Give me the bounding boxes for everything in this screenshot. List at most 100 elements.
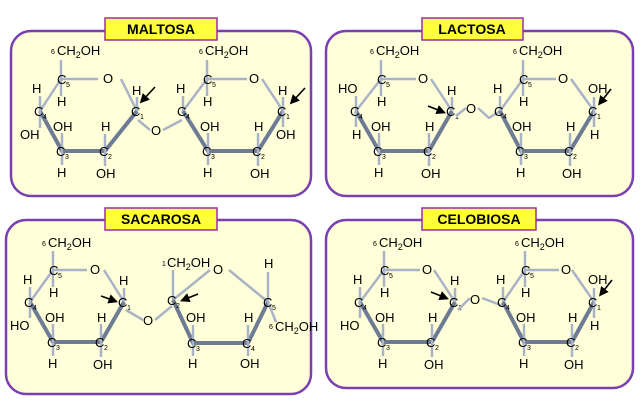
h-atom: H <box>568 310 577 325</box>
h-atom: H <box>425 119 434 134</box>
carbon-number: 6 <box>515 241 519 248</box>
h-atom: H <box>101 119 110 134</box>
carbon-atom: C <box>202 144 211 159</box>
carbon-atom: C <box>187 336 196 351</box>
oh-group: OH <box>371 119 391 134</box>
carbon-number: 5 <box>212 82 216 89</box>
arrow-icon <box>180 293 199 303</box>
carbon-atom: C <box>564 144 573 159</box>
ring-oxygen: O <box>422 262 432 277</box>
oh-group: OH <box>276 127 296 142</box>
carbon-number: 5 <box>66 82 70 89</box>
carbon-number: 4 <box>363 305 367 312</box>
oh-group: HO <box>340 318 360 333</box>
carbon-number: 3 <box>196 346 200 353</box>
carbon-number: 5 <box>58 273 62 280</box>
h-atom: H <box>496 272 505 287</box>
carbon-number: 2 <box>176 303 180 310</box>
carbon-atom: C <box>354 295 363 310</box>
carbon-number: 3 <box>65 154 69 161</box>
ring-left: 6 CH2OH C 5 O H H C 4 HO OH C 3 H H C 2 … <box>10 235 131 372</box>
ch2oh-label: CH2OH <box>57 43 100 60</box>
glycosidic-bond: O <box>455 101 501 120</box>
ring-oxygen: O <box>103 71 113 86</box>
h-atom: H <box>188 356 197 371</box>
ch2oh-label: CH2OH <box>521 235 564 252</box>
oh-group: OH <box>588 81 608 96</box>
ch2oh-label: CH2OH <box>379 235 422 252</box>
ring-oxygen: O <box>249 71 259 86</box>
panel-title: SACAROSA <box>121 211 201 227</box>
carbon-number: 4 <box>251 346 255 353</box>
ch2oh-label: CH2OH <box>167 255 210 272</box>
h-atom: H <box>57 94 66 109</box>
carbon-atom: C <box>588 295 597 310</box>
h-atom: H <box>377 94 386 109</box>
title-label <box>421 207 537 231</box>
oh-group: OH <box>421 166 441 181</box>
carbon-number: 6 <box>42 241 46 248</box>
panel-title: MALTOSA <box>127 21 195 37</box>
carbon-atom: C <box>588 104 597 119</box>
panel-title: CELOBIOSA <box>437 211 520 227</box>
panel-celobiosa: CELOBIOSA 6 CH2OH C 5 O H H C 4 HO OH <box>324 207 635 390</box>
h-atom: H <box>380 285 389 300</box>
carbon-atom: C <box>377 335 386 350</box>
oh-group: OH <box>516 310 536 325</box>
carbon-atom: C <box>99 144 108 159</box>
title-label <box>421 17 524 41</box>
carbon-number: 2 <box>575 345 579 352</box>
h-atom: H <box>32 81 41 96</box>
carbon-number: 5 <box>272 305 276 312</box>
carbon-number: 4 <box>186 114 190 121</box>
carbon-atom: C <box>423 144 432 159</box>
oh-group: HO <box>10 318 30 333</box>
h-atom: H <box>203 165 212 180</box>
h-atom: H <box>450 273 459 288</box>
bridge-oxygen: O <box>466 101 476 116</box>
carbon-atom: C <box>566 335 575 350</box>
ring-right: 6 CH2OH C 5 O H H C 4 OH C 3 H H C 2 OH … <box>493 43 608 181</box>
arrow-icon <box>598 88 612 106</box>
h-atom: H <box>278 83 287 98</box>
h-atom: H <box>374 165 383 180</box>
carbon-number: 4 <box>506 305 510 312</box>
carbon-atom: C <box>95 335 104 350</box>
h-atom: H <box>447 83 456 98</box>
carbon-number: 2 <box>432 154 436 161</box>
ring-oxygen: O <box>561 262 571 277</box>
carbon-atom: C <box>24 295 33 310</box>
carbon-atom: C <box>242 336 251 351</box>
ring-left: 6 CH2OH C 5 O H H C 4 HO OH C 3 H H C 2 … <box>340 235 462 372</box>
glycosidic-bond: O <box>137 118 183 138</box>
ch2oh-label: CH2OH <box>275 319 318 336</box>
h-atom: H <box>566 119 575 134</box>
carbon-number: 4 <box>359 114 363 121</box>
oh-group: HO <box>338 81 358 96</box>
h-atom: H <box>352 127 361 142</box>
h-atom: H <box>516 165 525 180</box>
h-atom: H <box>119 273 128 288</box>
ch2oh-label: CH2OH <box>205 43 248 60</box>
carbon-number: 3 <box>211 154 215 161</box>
carbon-atom: C <box>34 104 43 119</box>
carbon-atom: C <box>167 293 176 308</box>
ring-oxygen: O <box>418 71 428 86</box>
carbon-number: 3 <box>386 345 390 352</box>
carbon-atom: C <box>177 104 186 119</box>
carbon-number: 2 <box>573 154 577 161</box>
carbon-number: 5 <box>389 273 393 280</box>
carbon-number: 4 <box>33 305 37 312</box>
oh-group: OH <box>250 166 270 181</box>
carbon-atom: C <box>426 335 435 350</box>
h-atom: H <box>49 285 58 300</box>
carbon-atom: C <box>57 72 66 87</box>
carbon-atom: C <box>449 295 458 310</box>
oh-group: OH <box>53 119 73 134</box>
h-atom: H <box>590 127 599 142</box>
carbon-number: 1 <box>127 305 131 312</box>
ring-right: 6 CH2OH C 5 O H H C 4 OH C 3 H H C 2 OH … <box>176 43 296 181</box>
carbon-number: 5 <box>530 273 534 280</box>
ring-oxygen: O <box>558 71 568 86</box>
